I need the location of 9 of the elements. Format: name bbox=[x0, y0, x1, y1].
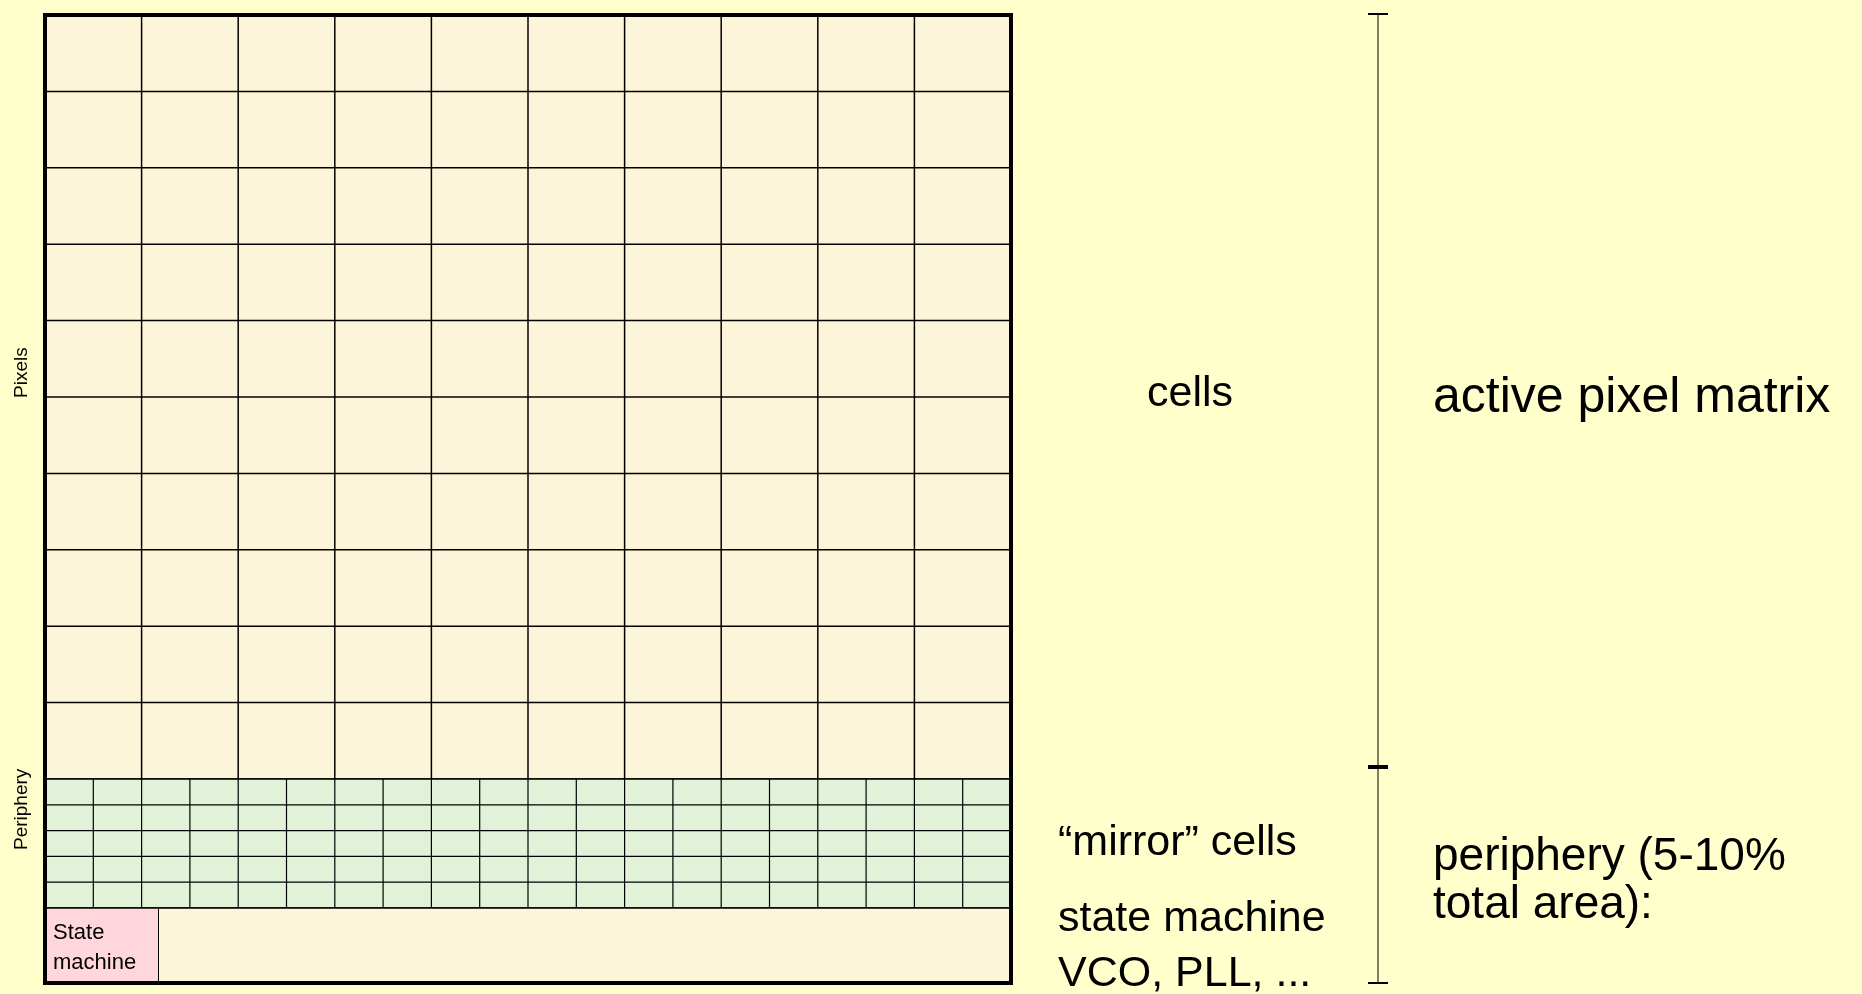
text-label: “mirror” cells bbox=[1058, 817, 1297, 865]
state-machine-block: State machine bbox=[47, 909, 159, 981]
text-label: cells bbox=[1147, 368, 1234, 416]
text-label: active pixel matrix bbox=[1433, 368, 1831, 423]
axis-label: Periphery bbox=[10, 768, 32, 850]
text-label: periphery (5-10% total area): bbox=[1433, 830, 1787, 927]
text-label: VCO, PLL, ... bbox=[1058, 948, 1312, 994]
text-label: state machine bbox=[1058, 893, 1326, 941]
axis-label: Pixels bbox=[10, 347, 32, 398]
